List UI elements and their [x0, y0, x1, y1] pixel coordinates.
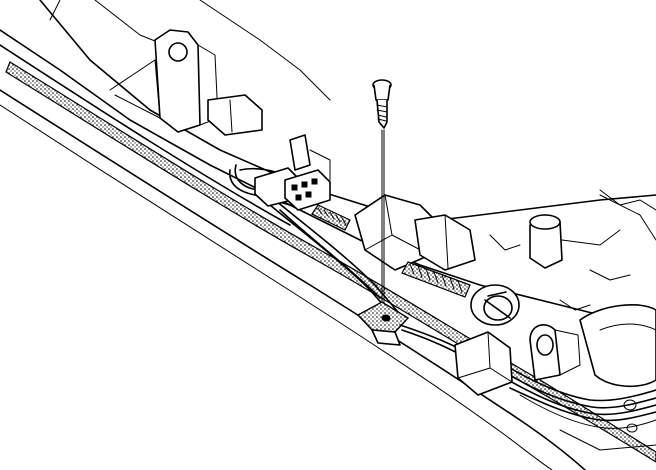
linkage-lower-right	[559, 304, 656, 451]
upright-bracket-right	[529, 324, 581, 381]
mounting-screw	[372, 79, 392, 129]
motor-mount-housing	[354, 194, 476, 271]
leader-line	[381, 129, 385, 309]
screw-tab	[356, 301, 410, 346]
body-frame	[0, 0, 656, 331]
drive-pivot	[489, 194, 656, 269]
connector-block	[254, 167, 331, 211]
threaded-rod-upper	[311, 204, 351, 231]
pivot-ring	[470, 284, 520, 326]
frame-detail-right	[559, 189, 656, 311]
glass-edge	[0, 44, 586, 470]
pivot-bracket	[109, 29, 219, 133]
threaded-rod-lower	[401, 261, 471, 298]
wire-connector-right	[454, 331, 513, 396]
channel-brackets	[207, 94, 331, 181]
